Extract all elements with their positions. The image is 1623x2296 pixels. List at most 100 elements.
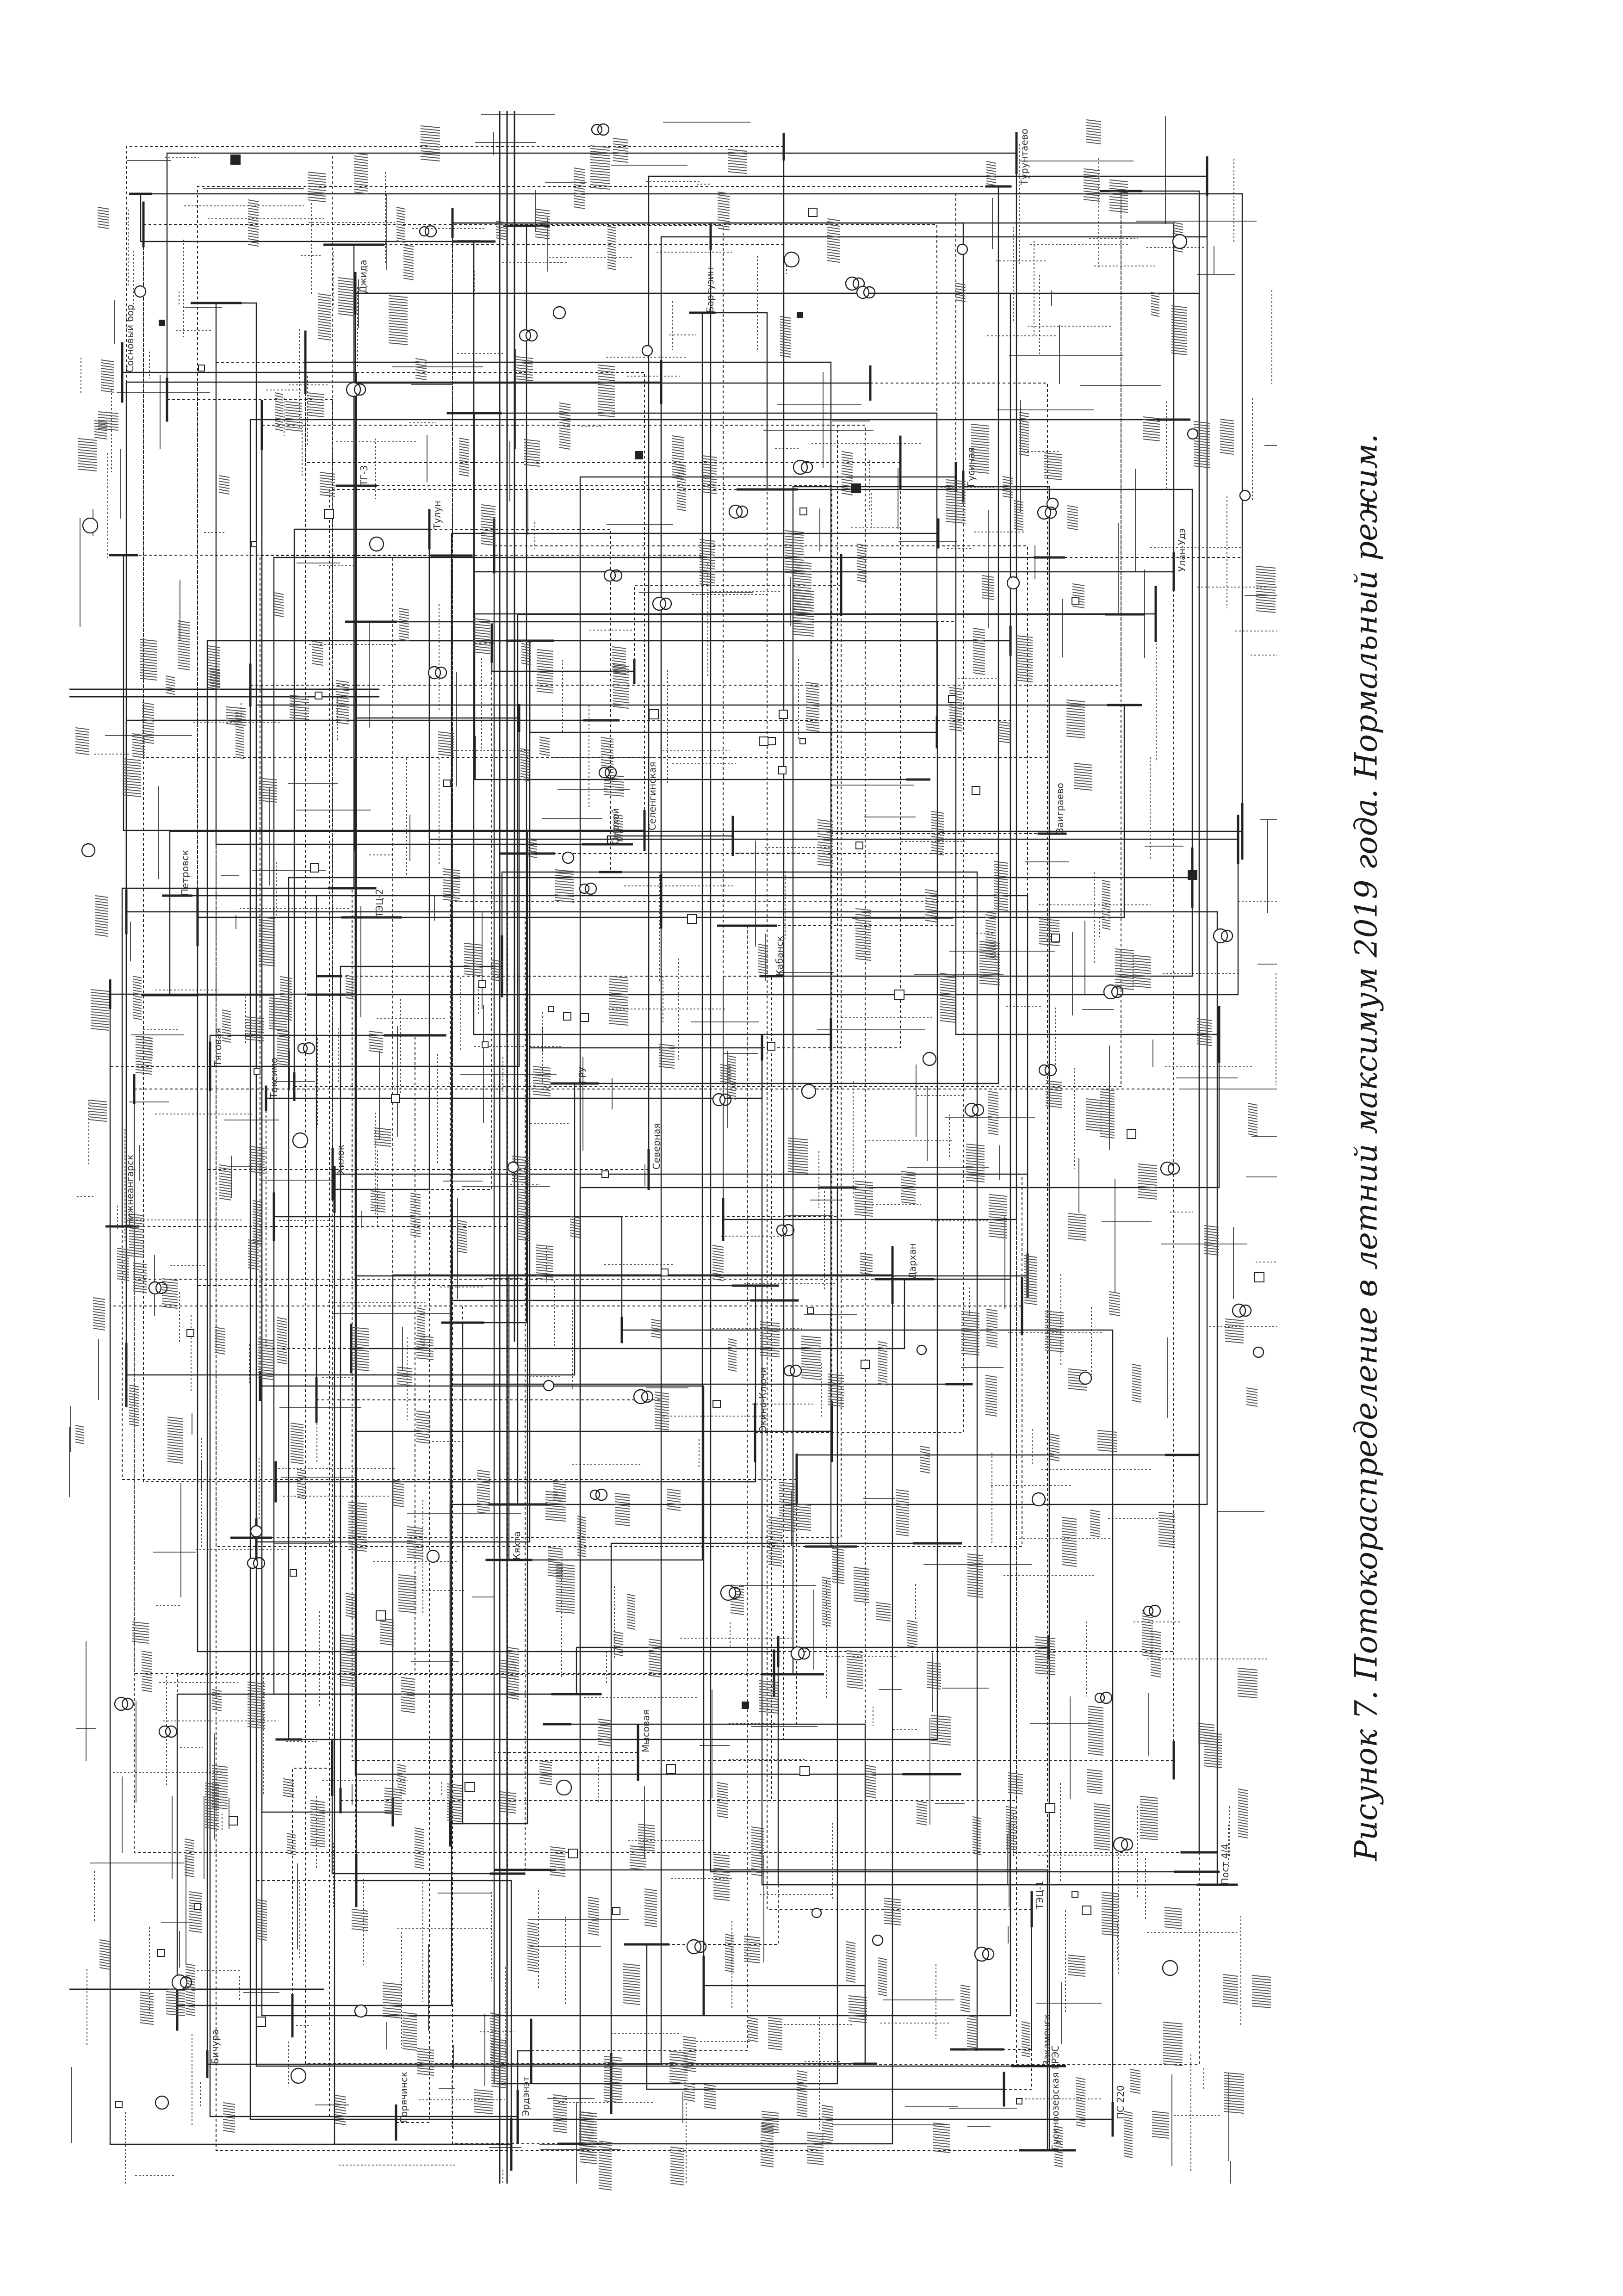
power-line — [124, 313, 703, 556]
flow-value-mark — [481, 504, 496, 546]
flow-value-mark — [1138, 1163, 1158, 1200]
power-line — [125, 719, 601, 1375]
power-line — [177, 895, 1028, 1276]
flow-value-mark — [310, 1800, 325, 1847]
transformer-icon — [793, 459, 808, 475]
flow-value-mark — [985, 1375, 997, 1417]
breaker-icon — [580, 1013, 589, 1022]
flow-value-mark — [415, 358, 427, 380]
breaker-icon — [229, 1816, 238, 1826]
power-line — [122, 371, 357, 1881]
flow-value-mark — [667, 1489, 681, 1511]
power-line — [831, 1306, 1022, 1547]
flow-value-mark — [78, 438, 97, 471]
flow-value-mark — [473, 2089, 493, 2114]
flow-value-mark — [370, 1190, 386, 1213]
breaker-icon — [443, 780, 451, 787]
flow-value-mark — [758, 944, 768, 974]
power-line — [329, 489, 767, 976]
flow-value-mark — [1152, 2111, 1170, 2139]
transformer-icon — [180, 1976, 192, 1989]
flow-value-mark — [998, 721, 1012, 743]
transformer-icon — [121, 1697, 134, 1710]
flow-value-mark — [853, 1567, 869, 1603]
transformer-icon — [253, 1557, 266, 1570]
node-label: ГРУ — [577, 1067, 588, 1083]
flow-value-mark — [416, 1307, 426, 1349]
flow-value-mark — [920, 1446, 930, 1473]
flow-value-mark — [345, 1593, 356, 1618]
node-label: Хилок — [335, 1145, 346, 1174]
transformer-icon — [250, 1525, 263, 1538]
flow-value-mark — [672, 435, 685, 480]
transformer-icon — [712, 1093, 726, 1107]
transformer-icon — [114, 1696, 129, 1711]
flow-value-mark — [1066, 699, 1085, 738]
transformer-icon — [811, 1907, 822, 1918]
power-line — [260, 1385, 705, 1986]
flow-value-mark — [396, 207, 406, 243]
node-label: Горячинск — [398, 2072, 409, 2123]
flow-value-mark — [500, 1660, 516, 1679]
transformer-icon — [158, 1725, 171, 1738]
flow-value-mark — [392, 1479, 404, 1507]
breaker-icon — [768, 737, 776, 745]
breaker-icon — [861, 1360, 870, 1369]
power-line — [830, 833, 1052, 1034]
flow-value-mark — [966, 1144, 985, 1182]
power-line — [963, 486, 1050, 557]
flow-value-mark — [416, 1411, 431, 1444]
flow-value-mark — [219, 1164, 232, 1201]
flow-value-mark — [779, 1482, 795, 1532]
flow-value-mark — [348, 1502, 367, 1552]
flow-value-mark — [1054, 2126, 1063, 2167]
power-line — [977, 1909, 1032, 2050]
breaker-icon — [612, 1907, 620, 1915]
flow-value-mark — [1151, 292, 1160, 317]
breaker-icon — [1188, 870, 1197, 880]
flow-value-mark — [1140, 1796, 1158, 1840]
flow-value-mark — [527, 839, 538, 858]
breaker-icon — [649, 709, 659, 719]
flow-value-mark — [761, 2111, 779, 2133]
transformer-icon — [1113, 1837, 1128, 1852]
node-label: Онохой — [610, 808, 621, 844]
flow-value-mark — [613, 664, 629, 709]
flow-value-mark — [1248, 1103, 1258, 1136]
flow-value-mark — [612, 646, 626, 674]
transformer-icon — [1103, 984, 1119, 1000]
power-line — [508, 1274, 892, 1560]
power-line — [723, 976, 772, 1219]
power-line — [392, 555, 452, 1812]
breaker-icon — [376, 1610, 386, 1621]
flow-value-mark — [457, 1220, 467, 1253]
node-label: ТЭЦ-1 — [1034, 1881, 1045, 1910]
flow-value-mark — [598, 1719, 612, 1746]
transformer-icon — [728, 504, 743, 519]
power-line — [783, 147, 832, 1432]
flow-value-mark — [598, 2141, 612, 2191]
flow-value-mark — [1014, 500, 1024, 531]
flow-value-mark — [725, 1934, 735, 1973]
flow-value-mark — [940, 973, 956, 1023]
flow-value-mark — [1255, 566, 1276, 613]
flow-value-mark — [1090, 1510, 1100, 1537]
breaker-icon — [661, 1269, 669, 1276]
flow-value-mark — [856, 544, 867, 582]
flow-value-mark — [1062, 1517, 1077, 1567]
flow-value-mark — [417, 2048, 434, 2076]
flow-value-mark — [335, 2095, 347, 2125]
power-line — [141, 193, 1243, 831]
power-line — [450, 901, 661, 1824]
power-line — [261, 425, 393, 1813]
flow-value-mark — [142, 1036, 153, 1058]
transformer-icon — [290, 2067, 307, 2084]
power-line — [452, 223, 580, 2144]
transformer-icon — [604, 766, 617, 779]
power-line — [197, 186, 998, 917]
transformer-icon — [1044, 1064, 1057, 1077]
breaker-icon — [712, 1400, 721, 1408]
power-line — [870, 383, 1048, 2150]
power-line — [557, 1479, 797, 1725]
flow-value-mark — [491, 959, 503, 982]
